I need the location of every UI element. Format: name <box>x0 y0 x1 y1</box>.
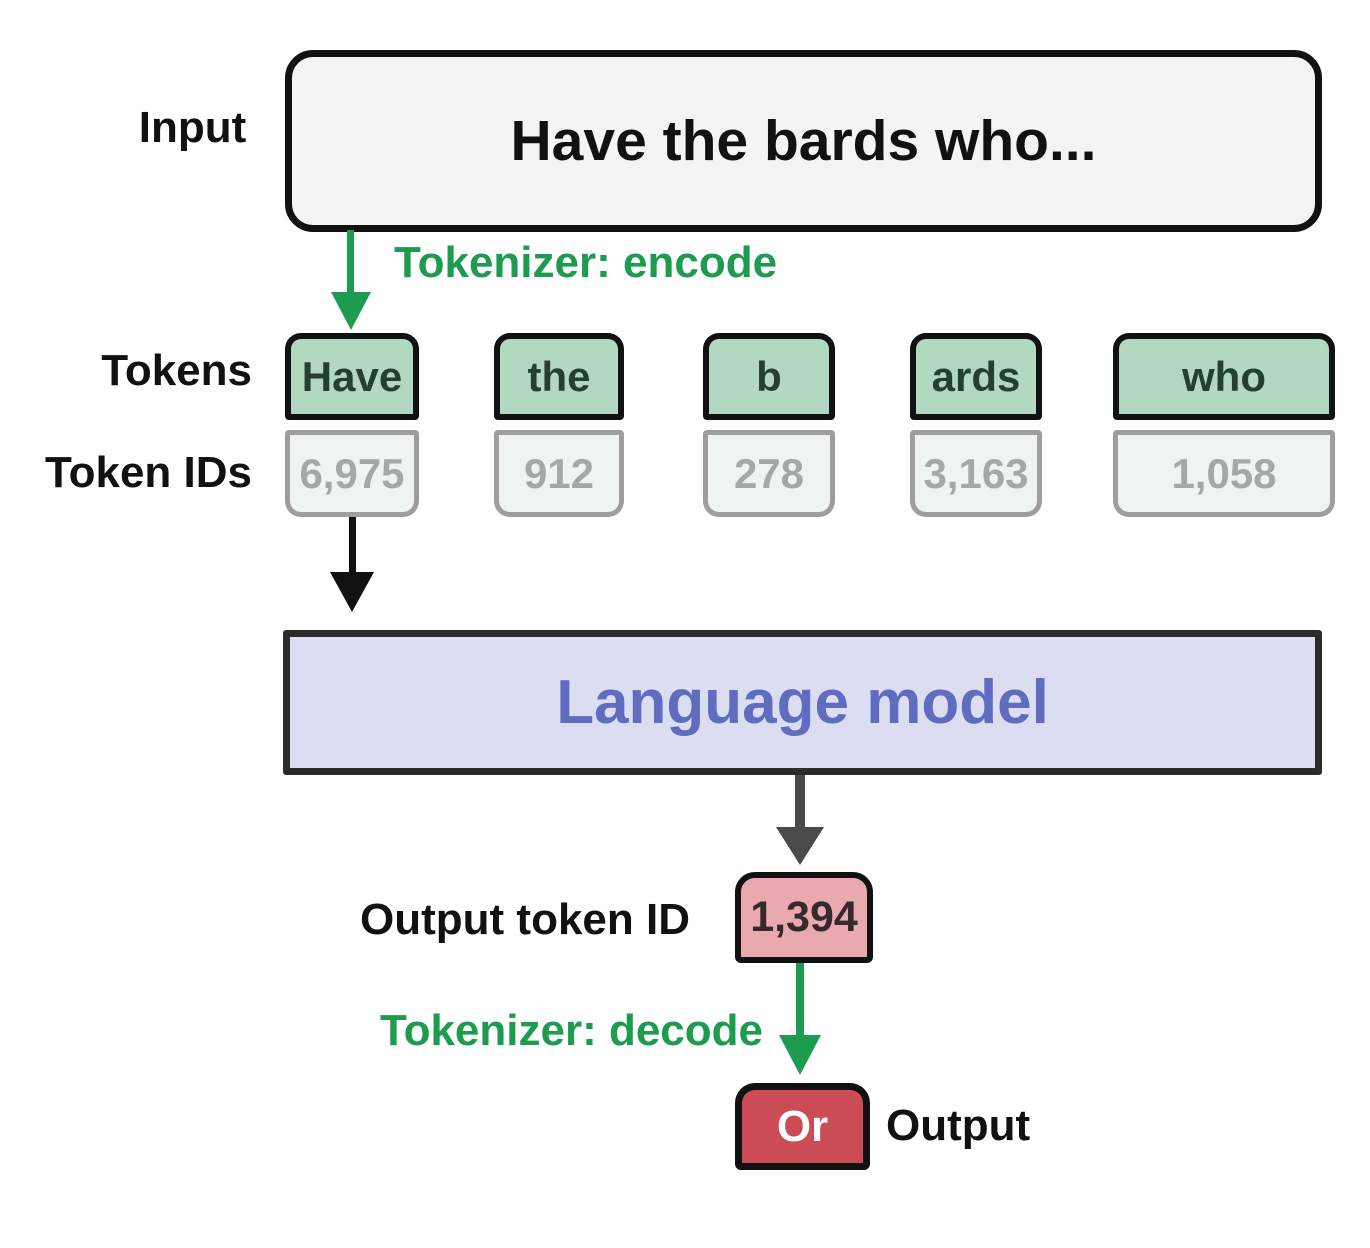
output-token-id-label: Output token ID <box>360 895 690 944</box>
input-label: Input <box>138 103 247 152</box>
token-ids-row-label: Token IDs <box>44 448 252 497</box>
language-model-box: Language model <box>283 630 1322 775</box>
token-id-box: 3,163 <box>910 430 1042 517</box>
output-token-id-box: 1,394 <box>735 872 873 963</box>
tokenizer-encode-label: Tokenizer: encode <box>394 238 778 287</box>
token-box: who <box>1113 333 1335 420</box>
output-value-box: Or <box>735 1083 870 1170</box>
token-id-box: 6,975 <box>285 430 419 517</box>
token-box: b <box>703 333 835 420</box>
token-id-box: 1,058 <box>1113 430 1335 517</box>
token-box: Have <box>285 333 419 420</box>
output-label: Output <box>886 1101 1031 1150</box>
tokens-row-label: Tokens <box>101 346 252 395</box>
token-id-box: 912 <box>494 430 624 517</box>
tokenizer-decode-label: Tokenizer: decode <box>379 1006 763 1055</box>
token-box: ards <box>910 333 1042 420</box>
token-box: the <box>494 333 624 420</box>
input-text-box: Have the bards who... <box>285 50 1322 232</box>
token-id-box: 278 <box>703 430 835 517</box>
